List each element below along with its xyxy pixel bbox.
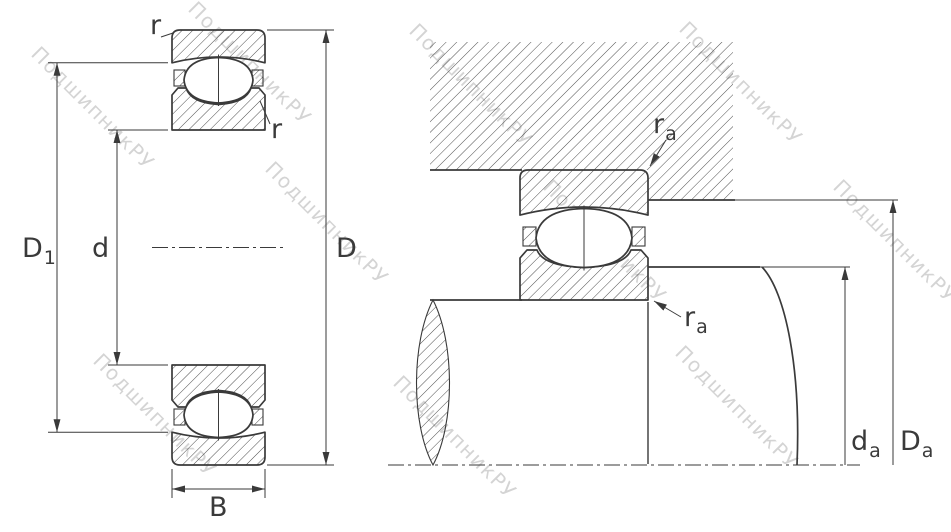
label-D1: D1	[22, 233, 56, 269]
label-ra-housing: ra	[653, 109, 677, 145]
ra-callout-shaft: ra	[653, 300, 708, 338]
label-sub: 1	[44, 247, 56, 269]
watermark-text: ПодшипникРУ	[670, 341, 803, 474]
shaft-broken-section	[415, 298, 451, 467]
label-r-inner: r	[271, 114, 283, 145]
r-callout-outer-corner: r	[150, 10, 174, 41]
cage-top-left	[173, 69, 186, 87]
outer-ring-section	[519, 169, 649, 216]
right-view-mounting: ra ra da Da	[388, 42, 933, 467]
cage-right	[631, 226, 646, 247]
label-d: d	[92, 233, 109, 264]
cage-top-right	[251, 69, 264, 87]
label-base: r	[271, 114, 283, 145]
label-sub: a	[665, 123, 677, 145]
leader-arrow	[649, 139, 667, 167]
label-base: D	[22, 233, 43, 264]
dimension-B: B	[171, 469, 266, 523]
label-sub: a	[869, 440, 881, 462]
dimension-d: d	[92, 129, 168, 366]
watermark-text: ПодшипникРУ	[26, 42, 159, 175]
label-sub: a	[696, 316, 708, 338]
leader-line	[259, 100, 271, 125]
label-D: D	[336, 233, 357, 264]
label-base: B	[209, 492, 228, 523]
label-base: r	[150, 10, 162, 41]
label-base: d	[851, 426, 868, 457]
label-base: D	[336, 233, 357, 264]
label-da: da	[851, 426, 881, 462]
leader-line	[160, 32, 174, 38]
r-callout-inner-corner: r	[259, 100, 283, 145]
cage-left	[522, 226, 537, 247]
ra-callout-housing: ra	[649, 109, 677, 167]
label-base: D	[900, 426, 921, 457]
label-sub: a	[922, 440, 934, 462]
watermark-text: ПодшипникРУ	[388, 371, 521, 504]
label-Da: Da	[900, 426, 933, 462]
label-r-outer: r	[150, 10, 162, 41]
label-base: r	[684, 302, 696, 333]
dimension-Da: Da	[889, 200, 933, 465]
dimension-da: da	[841, 267, 881, 465]
dimension-D1: D1	[22, 62, 168, 433]
watermark-text: ПодшипникРУ	[828, 175, 951, 308]
label-B: B	[209, 492, 228, 523]
label-ra-shaft: ra	[684, 302, 708, 338]
cage-bottom-right	[251, 408, 264, 426]
watermark-text: ПодшипникРУ	[260, 157, 393, 290]
leader-arrow	[653, 300, 682, 318]
left-view-cross-section: D1 d D B r r	[22, 10, 357, 523]
label-base: r	[653, 109, 665, 140]
label-base: d	[92, 233, 109, 264]
cage-bottom-left	[173, 408, 186, 426]
shaft-break-curve	[761, 266, 799, 466]
dimension-D: D	[267, 29, 357, 466]
